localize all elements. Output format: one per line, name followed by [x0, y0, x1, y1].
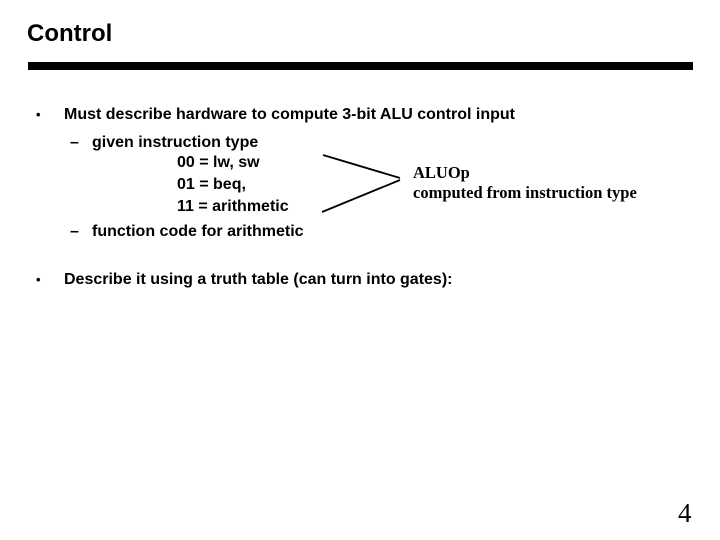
aluop-annotation: ALUOp computed from instruction type	[413, 163, 637, 202]
code-line-lw-sw: 00 = lw, sw	[177, 154, 260, 171]
dash-marker: –	[70, 134, 79, 151]
bullet-item-truth-table: • Describe it using a truth table (can t…	[36, 270, 452, 290]
sub-bullet-text: given instruction type	[92, 134, 259, 151]
sub-bullet-function-code: – function code for arithmetic	[70, 222, 304, 242]
title-rule	[28, 62, 693, 70]
code-line-beq: 01 = beq,	[177, 176, 246, 193]
bullet-text: Must describe hardware to compute 3-bit …	[64, 106, 515, 123]
page-number: 4	[678, 498, 692, 528]
page-title: Control	[27, 20, 113, 47]
annotation-line-upper	[322, 154, 401, 179]
aluop-annotation-subtitle: computed from instruction type	[413, 182, 637, 202]
sub-bullet-text: function code for arithmetic	[92, 223, 304, 240]
bullet-text: Describe it using a truth table (can tur…	[64, 271, 453, 288]
annotation-line-lower	[321, 179, 401, 213]
bullet-marker: •	[36, 272, 41, 287]
sub-bullet-instruction-type: – given instruction type	[70, 133, 258, 153]
aluop-annotation-title: ALUOp	[413, 163, 470, 182]
dash-marker: –	[70, 223, 79, 240]
code-line-arithmetic: 11 = arithmetic	[177, 198, 289, 215]
bullet-marker: •	[36, 107, 41, 122]
bullet-item-must-describe: • Must describe hardware to compute 3-bi…	[36, 105, 515, 125]
